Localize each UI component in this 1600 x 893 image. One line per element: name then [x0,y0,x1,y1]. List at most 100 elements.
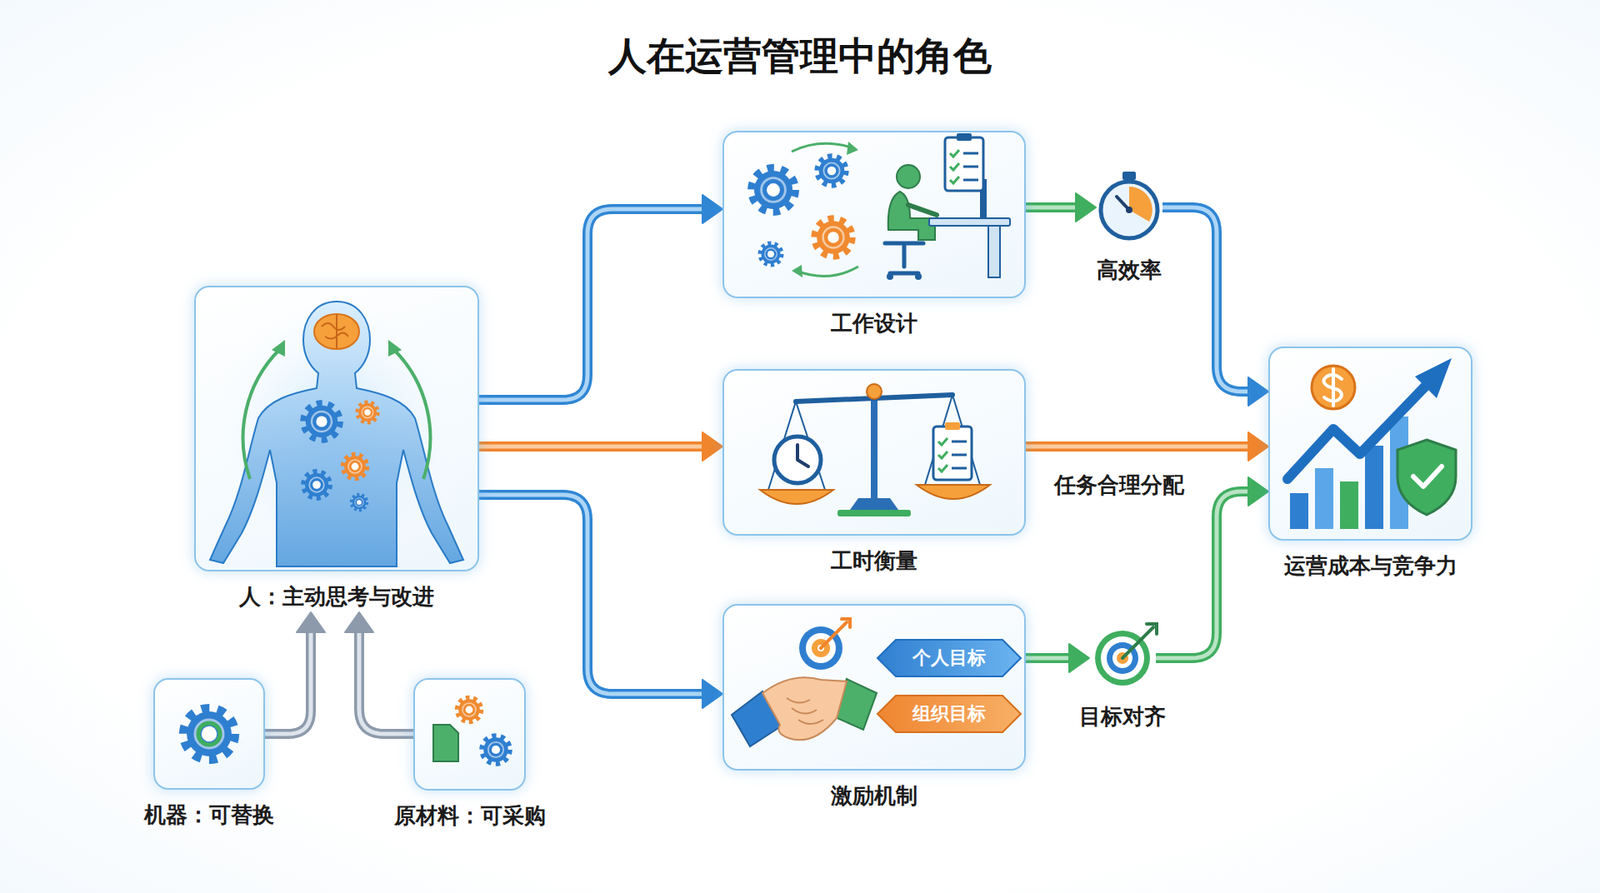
scale-beam [795,395,953,402]
stopwatch-face [1100,181,1158,239]
gear-icon [351,495,367,510]
desk-top [929,218,1010,226]
brain-folds [321,315,349,349]
desk-leg [988,225,1000,278]
bar [1390,416,1409,530]
target-ring [1095,630,1150,686]
diagram-title: 人在运营管理中的角色 [0,31,1600,80]
scale-strings [768,395,980,490]
gear-icon [304,404,340,440]
gear-icon [482,736,510,764]
body-glow [203,291,470,575]
stopwatch-pin [1125,206,1133,214]
cycle-arc [791,143,855,152]
flow-arrow [265,612,325,735]
check-marks [938,438,948,472]
arrowhead [702,195,723,224]
banner-label: 个人目标 [912,647,986,670]
human-silhouette [210,301,464,567]
process-box: 工作设计 [722,130,1026,338]
flow-arrow [345,612,414,735]
connector-highlight [265,627,311,735]
connector-highlight [1025,656,1075,661]
flow-arrow [1155,477,1269,659]
bar [1315,468,1334,530]
flow-arrow [1025,432,1269,461]
flow-arrow [479,495,723,709]
connector-line [1155,491,1254,659]
sleeve-left [731,691,781,747]
process-box: 工时衡量 [722,369,1026,575]
clipboard-clip [945,422,960,430]
arrowhead [296,612,325,633]
connector-line [479,209,708,400]
connector-line [265,627,311,735]
target-ring [811,639,830,658]
brain [314,314,360,350]
clock-hands [797,445,809,467]
box-frame [413,678,526,791]
connector-highlight [1162,207,1254,392]
connector-highlight [359,627,414,735]
goal-banner [877,640,1021,677]
flow-arrow [1025,644,1090,673]
target-arrow [820,619,850,649]
sleeve-right [833,679,877,730]
list-lines [963,153,979,180]
target-ring [799,626,843,670]
scale-pivot [866,384,882,400]
chair-wheel [886,273,894,280]
clipboard [945,137,984,191]
target-arrow [1122,624,1157,659]
growth-arrow [1287,385,1427,480]
icon-frame [1095,170,1163,245]
connector-line [479,495,708,695]
target-ring [1100,636,1145,680]
arrowhead [702,680,723,709]
node-label: 高效率 [1096,257,1162,283]
stopwatch-knob [1122,171,1136,180]
gear-icon [457,698,481,722]
connector-highlight [1025,205,1081,210]
connector-line [1025,202,1081,213]
connector-line [1025,441,1254,452]
clock-face [774,436,821,484]
resource-box: 原材料：可采购 [413,678,526,830]
arrowhead [1248,477,1269,506]
shield [1397,440,1456,515]
box-frame [722,369,1026,536]
arrowhead [1075,193,1096,222]
actor-box: 人：主动思考与改进 [194,285,480,611]
edge-label: 任务合理分配 [1054,472,1185,498]
connector-line [1025,653,1075,664]
scale-pan [916,485,990,500]
gear-icon [817,156,846,185]
dollar-mark [1323,369,1342,406]
chair-wheel [915,273,922,280]
worker-arm [908,205,937,215]
list-lines [951,441,967,469]
clipboard-clip [956,133,972,141]
resource-box: 机器：可替换 [153,678,265,830]
scale-plate [837,510,911,517]
connector-highlight [1025,445,1254,450]
coin [1311,365,1355,410]
scale-pan [760,490,834,505]
icon-node: 目标对齐 [1089,625,1156,731]
scale-post [870,398,878,500]
outcome-box: 运营成本与竞争力 [1268,346,1473,580]
gear-icon [343,455,367,479]
gear-icon [752,169,795,211]
growth-arrowhead [1415,358,1452,399]
office-chair [885,243,924,274]
time-wedge [1129,186,1153,222]
cycle-arrowhead [271,340,285,357]
connector-highlight [479,495,708,695]
icon-node: 高效率 [1095,170,1163,285]
gear-center-ring [198,723,220,745]
icon-frame [1089,625,1156,692]
gear-icon [304,472,330,499]
node-label: 机器：可替换 [144,802,275,828]
cycle-arc [795,266,859,276]
